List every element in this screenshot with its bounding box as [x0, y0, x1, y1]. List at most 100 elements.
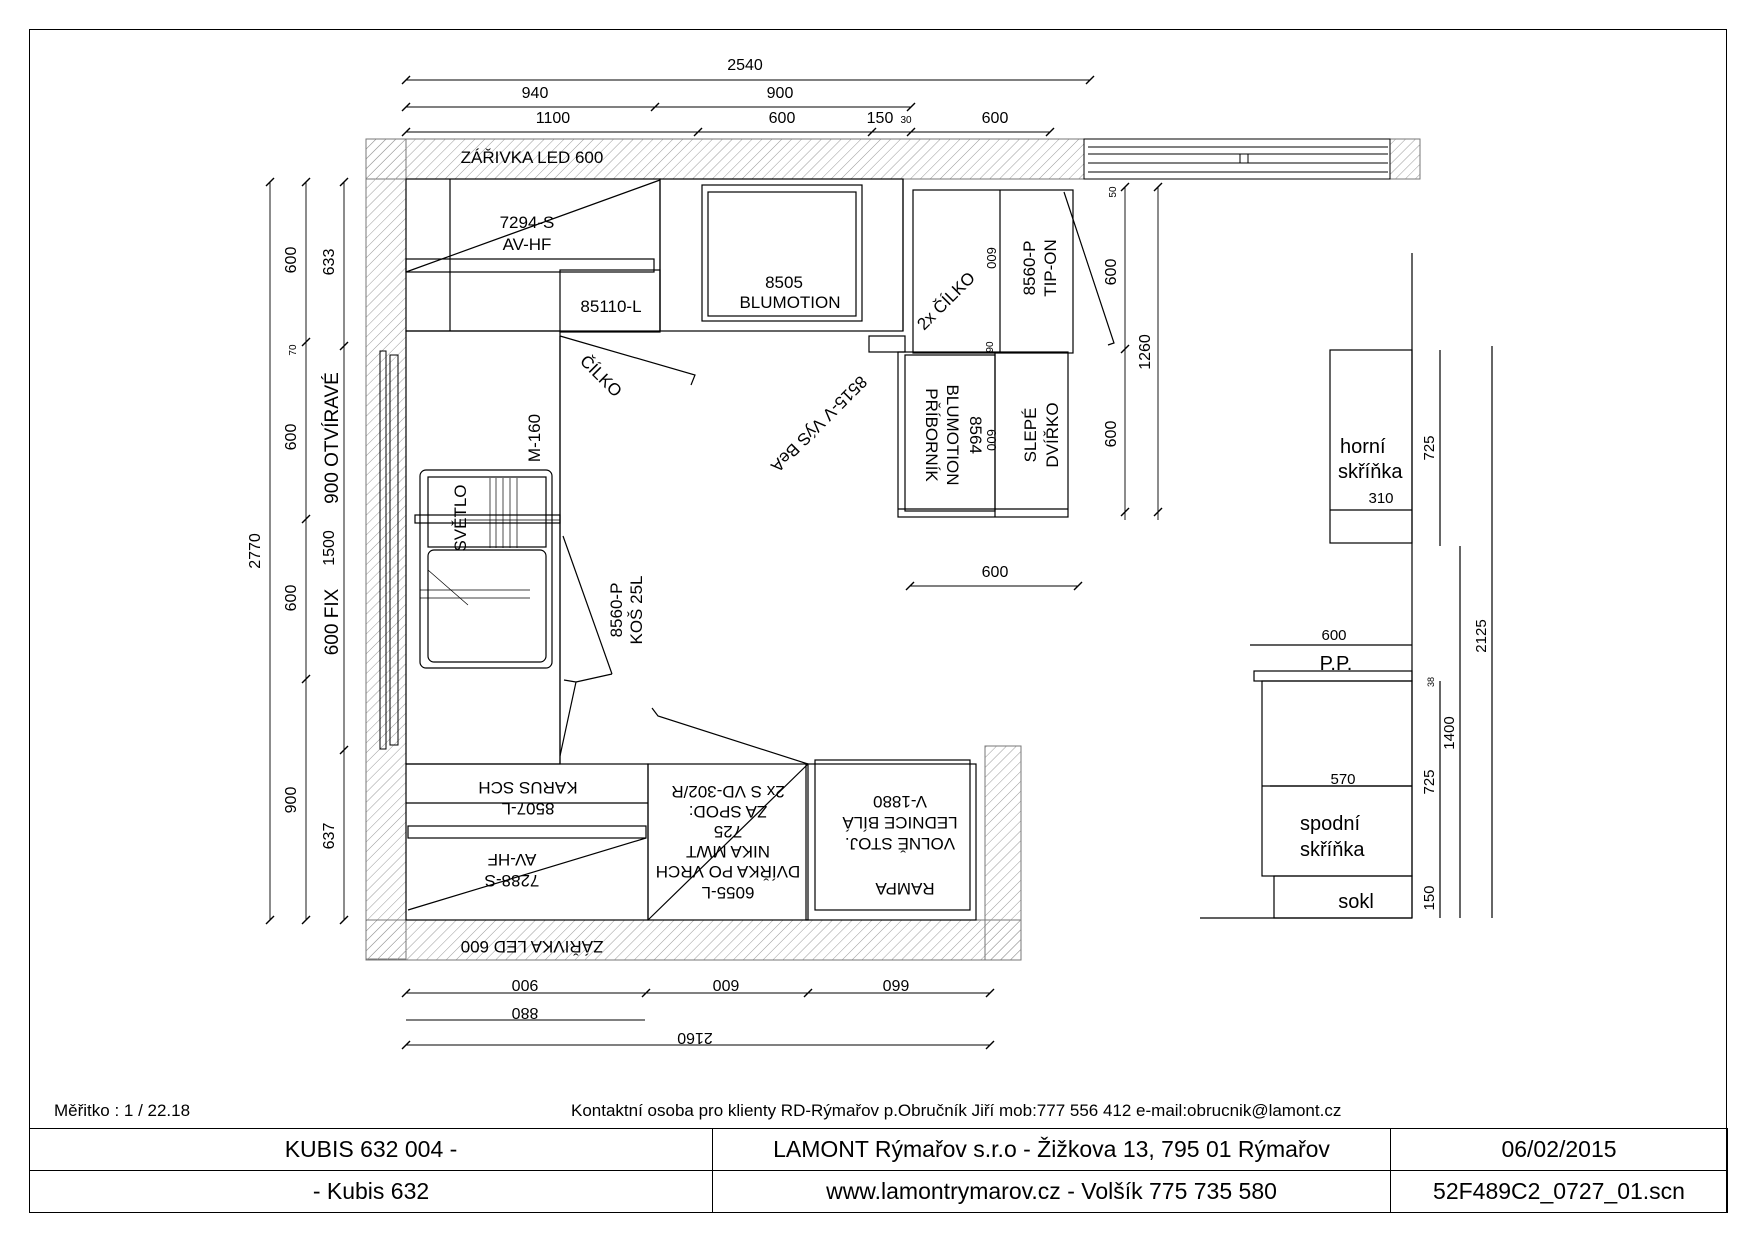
dim-left-600b: 600 — [283, 424, 300, 451]
label-wall-cab-1b: AV-HF — [503, 235, 552, 254]
label-svetlo: SVĚTLO — [451, 484, 470, 551]
label-lower-cabinet-b: skříňka — [1300, 839, 1365, 861]
cabinet-6055-l — [647, 763, 809, 921]
cabinets — [405, 178, 1115, 921]
label-led-bottom: ZÁŘIVKA LED 600 — [461, 937, 604, 956]
label-7288-avhf: AV-HF — [488, 850, 537, 869]
window — [379, 350, 399, 750]
label-8564: 8564 — [966, 416, 985, 454]
wall-bottom-right — [984, 745, 1022, 961]
label-slepe-dvirko: DVÍŘKO — [1043, 402, 1062, 467]
door-frame — [1088, 146, 1388, 173]
label-slepe: SLEPÉ — [1021, 408, 1040, 463]
fridge — [814, 759, 971, 911]
label-h-725: 725 — [1421, 769, 1438, 794]
label-8505: 8505 — [765, 273, 803, 292]
wall-cabinet-strip-bottom — [407, 825, 647, 839]
label-h-150: 150 — [1421, 885, 1438, 910]
label-8564-pribornik: PŘÍBORNÍK — [922, 388, 941, 482]
dimension-ticks — [265, 75, 1163, 1050]
dim-bottom-880: 880 — [512, 1004, 539, 1021]
window-900-otviravae: 900 OTVÍRAVÉ — [322, 372, 343, 504]
label-8515: 8515-V VýS BeA — [767, 372, 871, 476]
label-fridge-v1880: V-1880 — [873, 792, 927, 811]
dim-top-150: 150 — [867, 110, 894, 127]
label-h-2125: 2125 — [1473, 619, 1490, 652]
label-h-1400: 1400 — [1441, 716, 1458, 749]
label-8507-l: 8507-L — [502, 799, 555, 818]
label-8560-tip-on: TIP-ON — [1041, 239, 1060, 297]
label-cilko: ČÍLKO — [576, 351, 626, 401]
dim-island-90: 90 — [985, 341, 996, 353]
title-web: www.lamontrymarov.cz - Volšík 775 735 58… — [712, 1170, 1391, 1213]
title-company: LAMONT Rýmařov s.r.o - Žižkova 13, 795 0… — [712, 1128, 1391, 1171]
label-2x-cilko: 2x ČÍLKO — [913, 268, 979, 334]
upper-cabinet — [1329, 349, 1413, 544]
dim-island-600: 600 — [982, 564, 1009, 581]
label-lower-570: 570 — [1330, 771, 1355, 788]
label-7288-s: 7288-S — [485, 871, 540, 890]
section-view — [1200, 253, 1493, 919]
wall-cabinet-strip — [405, 258, 655, 273]
title-date: 06/02/2015 — [1390, 1128, 1728, 1171]
cabinet-8564 — [897, 351, 1069, 518]
dim-island-depth-600: 600 — [984, 247, 999, 269]
oven-inner — [707, 191, 857, 317]
label-m160: M-160 — [525, 414, 544, 462]
label-8507-karus: KARUS SCH — [478, 778, 577, 797]
label-lower-cabinet: spodní — [1300, 813, 1360, 835]
dim-top-1100: 1100 — [536, 110, 571, 127]
wall-top-right — [1389, 138, 1421, 180]
dim-left-600c: 600 — [283, 585, 300, 612]
label-6055-line3: 725 — [714, 822, 742, 841]
dim-left-637: 637 — [321, 823, 338, 850]
dim-left-900: 900 — [283, 787, 300, 814]
scale-label: Měřitko : 1 / 22.18 — [54, 1101, 191, 1120]
label-led-top: ZÁŘIVKA LED 600 — [461, 148, 604, 167]
corner-post — [868, 335, 906, 353]
label-8560-kos: 8560-P — [607, 583, 626, 638]
dim-top-940: 940 — [522, 85, 549, 102]
dim-right-600a: 600 — [1103, 259, 1120, 286]
dim-bottom-900: 900 — [512, 976, 539, 993]
cabinet-8560-tip-on — [912, 189, 1074, 354]
dim-top-600: 600 — [769, 110, 796, 127]
dim-left-2770: 2770 — [247, 533, 264, 569]
dim-right-600b: 600 — [1103, 421, 1120, 448]
title-project: KUBIS 632 004 - — [29, 1128, 713, 1171]
plinth — [1273, 875, 1413, 919]
dim-left-633: 633 — [321, 249, 338, 276]
label-rampa: RAMPA — [875, 879, 935, 898]
label-6055-line5: DVÍŘKA PO VRCH — [656, 862, 801, 881]
label-upper-cabinet: horní — [1340, 436, 1386, 458]
title-file: 52F489C2_0727_01.scn — [1390, 1170, 1728, 1213]
label-85110-l: 85110-L — [580, 297, 641, 316]
dim-island-600v: 600 — [984, 429, 999, 451]
label-upper-725: 725 — [1421, 435, 1438, 460]
label-sokl: sokl — [1338, 891, 1374, 913]
sink-bowl — [427, 549, 547, 663]
dim-bottom-2160: 2160 — [677, 1029, 713, 1046]
dim-bottom-660: 660 — [883, 976, 910, 993]
title-model: - Kubis 632 — [29, 1170, 713, 1213]
label-upper-cabinet-b: skříňka — [1338, 461, 1403, 483]
door-opening — [1083, 138, 1391, 180]
dimension-lines — [269, 79, 1159, 1046]
label-8560-kos-25l: KOŠ 25L — [627, 576, 646, 645]
label-upper-310: 310 — [1368, 490, 1393, 507]
dim-right-50: 50 — [1108, 186, 1119, 198]
label-8505-blumotion: BLUMOTION — [739, 293, 840, 312]
dim-top-600b: 600 — [982, 110, 1009, 127]
dim-top-total: 2540 — [727, 57, 763, 74]
window-600-fix: 600 FIX — [322, 588, 343, 655]
section-labels: horní skříňka 310 725 600 P.P. 570 spodn… — [1300, 435, 1490, 913]
dim-left-600a: 600 — [283, 247, 300, 274]
walls — [365, 138, 1421, 961]
label-8564-blumotion: BLUMOTION — [943, 384, 962, 485]
label-6055-line6: 6055-L — [702, 883, 755, 902]
label-6055-line2: ZA SPOD: — [689, 802, 767, 821]
label-8560-tip: 8560-P — [1020, 241, 1039, 296]
detail-lines — [420, 478, 560, 606]
title-block: KUBIS 632 004 - LAMONT Rýmařov s.r.o - Ž… — [29, 1128, 1728, 1213]
